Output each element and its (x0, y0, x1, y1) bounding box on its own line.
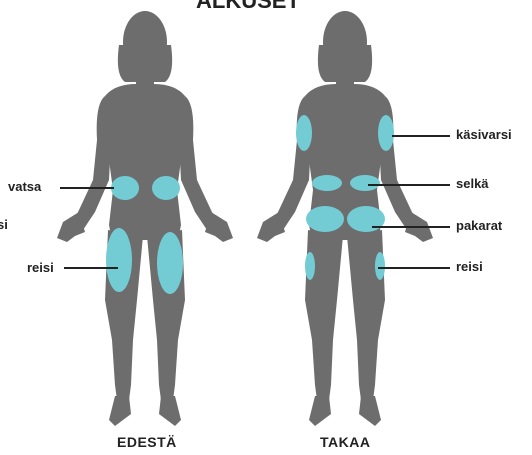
back-label-thigh: reisi (456, 259, 483, 274)
back-label-upper-arm: käsivarsi (456, 127, 512, 142)
back-figure (257, 11, 450, 426)
back-thigh-right-site (375, 252, 385, 280)
front-figure (57, 11, 233, 426)
front-label-abdomen: vatsa (8, 179, 41, 194)
back-back-left-site (312, 175, 342, 191)
back-back-right-site (350, 175, 380, 191)
front-abdomen-left-site (111, 176, 139, 200)
front-thigh-right-site (157, 232, 183, 294)
front-thigh-left-site (106, 228, 132, 292)
front-label-cut-thigh: si (0, 217, 8, 232)
back-label-buttocks: pakarat (456, 218, 502, 233)
back-label-back: selkä (456, 176, 489, 191)
back-buttock-left-site (306, 206, 344, 232)
front-label-thigh: reisi (27, 260, 54, 275)
front-caption: EDESTÄ (117, 434, 177, 450)
back-caption: TAKAA (320, 434, 370, 450)
back-upper-arm-right-site (378, 115, 394, 151)
back-buttock-right-site (347, 206, 385, 232)
front-abdomen-right-site (152, 176, 180, 200)
back-thigh-left-site (305, 252, 315, 280)
back-upper-arm-left-site (296, 115, 312, 151)
